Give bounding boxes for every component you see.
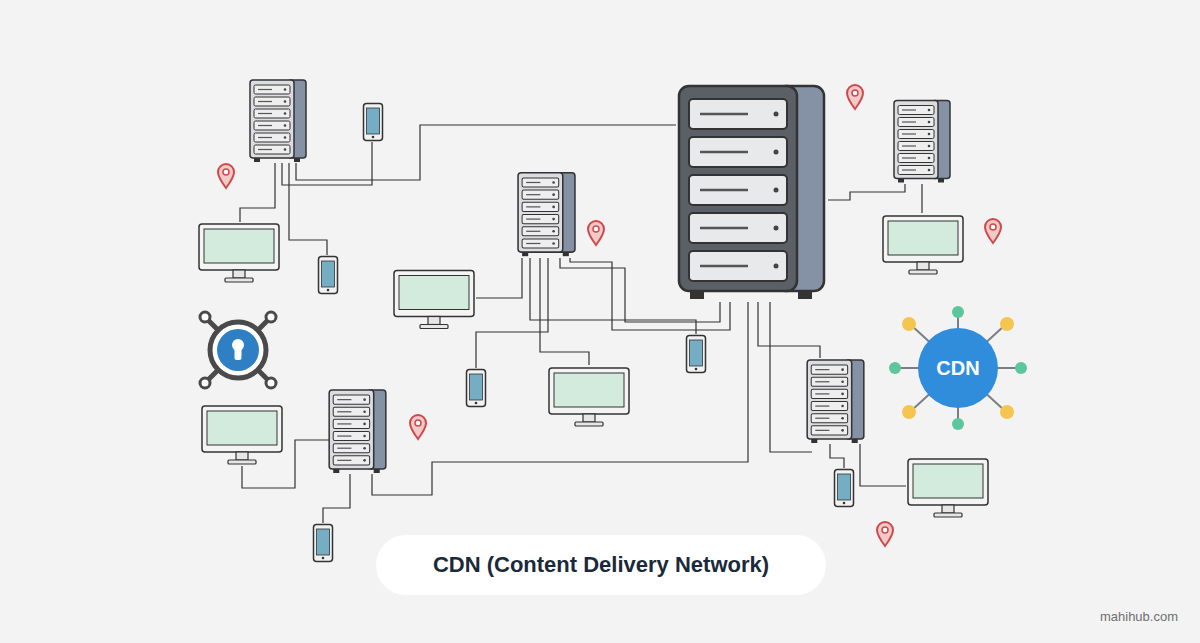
caption-pill: CDN (Content Delivery Network) xyxy=(376,535,826,595)
location-pin xyxy=(985,219,1001,243)
mobile-phone xyxy=(835,470,854,507)
mobile-phone xyxy=(467,370,486,407)
edge-server xyxy=(894,101,950,183)
mobile-phone xyxy=(319,257,338,294)
location-pin xyxy=(847,85,863,109)
location-pin xyxy=(588,221,604,245)
desktop-monitor xyxy=(908,459,988,517)
edge-server xyxy=(807,360,864,443)
desktop-monitor xyxy=(549,368,629,426)
mobile-phone xyxy=(364,104,383,141)
edge-server xyxy=(250,80,306,162)
cdn-network-icon xyxy=(889,306,1027,430)
location-pin xyxy=(877,522,893,546)
mobile-phone xyxy=(314,525,333,562)
desktop-monitor xyxy=(202,406,282,464)
desktop-monitor xyxy=(199,224,279,282)
desktop-monitor xyxy=(394,271,474,329)
location-pin xyxy=(218,164,234,188)
caption-text: CDN (Content Delivery Network) xyxy=(433,552,769,578)
cdn-hub-circle: CDN xyxy=(918,328,998,408)
edge-server xyxy=(329,390,386,473)
desktop-monitor xyxy=(883,216,963,274)
mobile-phone xyxy=(687,336,706,373)
watermark-text: mahihub.com xyxy=(1100,609,1178,624)
origin-server xyxy=(679,86,824,299)
location-pin xyxy=(410,415,426,439)
node-label: CDN xyxy=(936,357,979,379)
edge-server xyxy=(518,173,575,256)
security-icon xyxy=(200,312,276,388)
